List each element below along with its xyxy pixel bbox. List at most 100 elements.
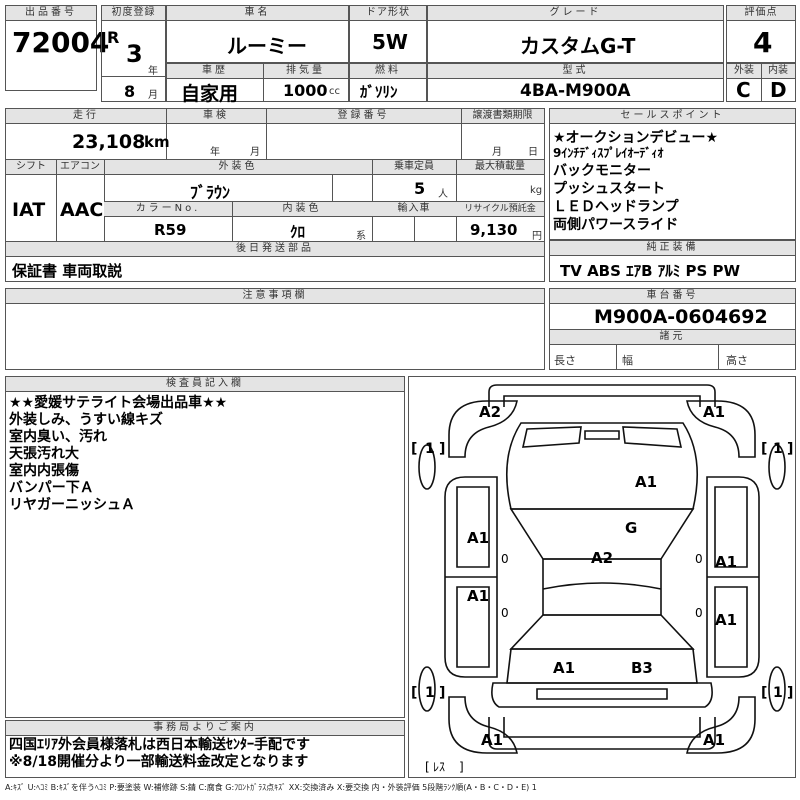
recycle-unit: 円 xyxy=(532,231,542,242)
later-parts: 保証書 車両取説 xyxy=(12,262,123,280)
length-label: 長さ xyxy=(554,354,576,367)
sales-point: 9ｲﾝﾁﾃﾞｨｽﾌﾟﾚｲｵｰﾃﾞｨｵ xyxy=(553,146,664,160)
displacement: 1000 xyxy=(283,81,328,100)
inspection-month-unit: 月 xyxy=(250,147,260,158)
sales-points-box: セールスポイント ★オークションデビュー★ 9ｲﾝﾁﾃﾞｨｽﾌﾟﾚｲｵｰﾃﾞｨｵ… xyxy=(549,108,796,240)
car-name-box: 車名 ルーミー xyxy=(166,5,349,63)
ext-grade: C xyxy=(736,78,751,102)
zero-right-front: 0 xyxy=(695,552,703,566)
plate-label: 登録番号 xyxy=(266,109,461,124)
bracket-left-bottom-open: [ xyxy=(411,685,417,701)
mark-right-door-front: A1 xyxy=(715,553,737,571)
rest-bracket-open: [ xyxy=(425,760,430,774)
transfer-month-unit: 月 xyxy=(492,147,502,158)
chassis-label: 車台番号 xyxy=(550,289,795,304)
interior-color: ｸﾛ xyxy=(290,223,306,241)
exterior-color: ﾌﾞﾗｳﾝ xyxy=(190,183,231,202)
mark-front-left: A2 xyxy=(479,403,501,421)
zero-right-rear: 0 xyxy=(695,606,703,620)
color-number: R59 xyxy=(154,221,187,239)
equipment-label: 純正装備 xyxy=(550,241,795,256)
capacity-label: 乗車定員 xyxy=(372,160,456,175)
capacity-unit: 人 xyxy=(438,189,448,200)
score: 4 xyxy=(753,26,773,59)
bracket-right-top-open: [ xyxy=(761,441,767,457)
inspector-notes: ★★愛媛サテライト会場出品車★★ 外装しみ、うすい線キズ 室内臭い、汚れ 天張汚… xyxy=(9,396,227,513)
car-name-label: 車名 xyxy=(167,6,348,21)
cc-unit: cc xyxy=(329,86,340,97)
bracket-left-top-close: ] xyxy=(439,441,445,457)
model: 4BA-M900A xyxy=(520,81,631,101)
interior-color-unit: 系 xyxy=(356,231,366,242)
bracket-right-top-close: ] xyxy=(787,441,793,457)
km-unit: km xyxy=(144,133,170,151)
equipment-box: 純正装備 TV ABS ｴｱB ｱﾙﾐ PS PW xyxy=(549,240,796,282)
bracket-left-top-num: 1 xyxy=(425,441,435,457)
equipment-items: TV ABS ｴｱB ｱﾙﾐ PS PW xyxy=(560,262,741,280)
details-box: 走行 車検 登録番号 譲渡書類期限 23,108 km 年 月 月 日 シフト … xyxy=(5,108,545,282)
shift-label: シフト xyxy=(6,160,56,175)
first-registration-label: 初度登録 xyxy=(102,6,165,21)
office-line: 四国ｴﾘｱ外会員様落札は西日本輸送ｾﾝﾀｰ手配です xyxy=(9,737,310,753)
bracket-left-bottom-close: ] xyxy=(439,685,445,701)
mark-front-right: A1 xyxy=(703,403,725,421)
fuel: ｶﾞｿﾘﾝ xyxy=(360,83,398,101)
legend: A:ｷｽﾞ U:ﾍｺﾐ B:ｷｽﾞを伴うﾍｺﾐ P:要塗装 W:補修跡 S:錆 … xyxy=(5,783,537,792)
inspector-line: バンパー下Ａ xyxy=(9,480,94,496)
inspector-label: 検査員記入欄 xyxy=(6,377,404,392)
inspector-box: 検査員記入欄 ★★愛媛サテライト会場出品車★★ 外装しみ、うすい線キズ 室内臭い… xyxy=(5,376,405,718)
sales-points-list: ★オークションデビュー★ 9ｲﾝﾁﾃﾞｨｽﾌﾟﾚｲｵｰﾃﾞｨｵ バックモニター … xyxy=(553,131,718,233)
bracket-left-bottom-num: 1 xyxy=(425,685,435,701)
door-label: ドア形状 xyxy=(350,6,426,21)
score-label: 評価点 xyxy=(727,6,795,21)
mark-bottom-right: A1 xyxy=(703,731,725,749)
damage-diagram-box: A2 A1 A1 G A2 A1 A1 A1 A1 A1 B3 A1 A1 [ … xyxy=(408,376,796,778)
inspector-line: 室内臭い、汚れ xyxy=(9,429,107,445)
office-box: 事務局よりご案内 四国ｴﾘｱ外会員様落札は西日本輸送ｾﾝﾀｰ手配です ※8/18… xyxy=(5,720,405,778)
reg-month: 8 xyxy=(124,82,136,101)
inspector-line: 室内内張傷 xyxy=(9,463,79,479)
ac: AAC xyxy=(60,199,104,221)
mark-roof: A2 xyxy=(591,549,613,567)
height-label: 高さ xyxy=(726,354,748,367)
fuel-label: 燃料 xyxy=(350,64,426,79)
mark-left-door-rear: A1 xyxy=(467,587,489,605)
mark-rear-left: A1 xyxy=(553,659,575,677)
mark-left-door-front: A1 xyxy=(467,529,489,547)
mark-right-door-rear: A1 xyxy=(715,611,737,629)
color-label: 外装色 xyxy=(104,160,372,175)
mileage: 23,108 xyxy=(72,131,146,153)
mark-rear-right: B3 xyxy=(631,659,653,677)
sales-point: ＬＥＤヘッドランプ xyxy=(553,199,679,215)
displacement-label: 排気量 xyxy=(263,64,348,79)
sales-point: バックモニター xyxy=(553,163,651,179)
chassis-box: 車台番号 M900A-0604692 諸元 長さ 幅 高さ xyxy=(549,288,796,370)
mark-windshield: G xyxy=(625,519,637,537)
int-grade: D xyxy=(770,78,787,102)
inspection-label: 車検 xyxy=(166,109,266,124)
door-type: 5W xyxy=(372,30,408,54)
mark-bottom-left: A1 xyxy=(481,731,503,749)
inspector-line: 天張汚れ大 xyxy=(9,446,79,462)
sales-point: プッシュスタート xyxy=(553,181,665,197)
era: R xyxy=(107,28,120,47)
width-label: 幅 xyxy=(622,354,633,367)
load-label: 最大積載量 xyxy=(456,160,544,175)
notes-box: 注意事項欄 xyxy=(5,288,545,370)
score-box: 評価点 4 xyxy=(726,5,796,63)
interior-color-label: 内装色 xyxy=(232,202,372,217)
sales-point: 両側パワースライド xyxy=(553,217,679,233)
office-line: ※8/18開催分より一部輸送料金改定となります xyxy=(9,754,309,770)
inspector-line: リヤガーニッシュＡ xyxy=(9,497,135,513)
grade-label: グレード xyxy=(428,6,723,21)
month-unit: 月 xyxy=(148,90,158,101)
mark-hood: A1 xyxy=(635,473,657,491)
lot-box: 出品番号 72004 xyxy=(5,5,109,91)
car-name: ルーミー xyxy=(227,34,307,58)
lot-number: 72004 xyxy=(12,26,110,59)
bracket-right-bottom-num: 1 xyxy=(773,685,783,701)
recycle-fee: 9,130 xyxy=(470,221,518,239)
sales-point: ★オークションデビュー★ xyxy=(553,130,719,146)
ext-label: 外装 xyxy=(727,64,761,79)
history-label: 車歴 xyxy=(167,64,263,79)
